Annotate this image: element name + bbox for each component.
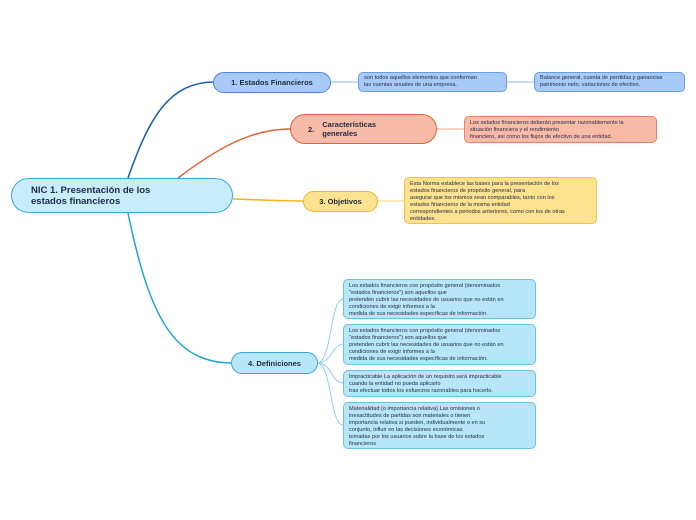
- connector-root-to-objetivos: [232, 198, 304, 202]
- branch-number: 2.: [308, 124, 315, 134]
- connector-definiciones-to-leaf-4: [317, 362, 344, 426]
- leaf-text: Materialidad (o importancia relativa) La…: [349, 406, 486, 447]
- leaf-text: Esta Norma establece las bases para la p…: [410, 181, 565, 222]
- branch-label: 1. Estados Financieros: [231, 78, 313, 87]
- leaf-estados-definicion[interactable]: son todos aquellos elementos que conform…: [358, 72, 507, 92]
- leaf-caracteristicas[interactable]: Los estados financieros deberán presenta…: [464, 116, 657, 143]
- leaf-text: Los estados financieros deberán presenta…: [470, 120, 624, 140]
- connector-definiciones-to-leaf-1: [317, 298, 344, 364]
- leaf-definicion-2[interactable]: Los estados financieros con propósito ge…: [343, 324, 536, 365]
- branch-label: 4. Definiciones: [248, 358, 301, 368]
- leaf-text: Los estados financieros con propósito ge…: [349, 283, 504, 317]
- branch-label: Características generales: [322, 120, 377, 138]
- connector-root-to-caracteristicas: [177, 128, 291, 179]
- leaf-text: Los estados financieros con propósito ge…: [349, 328, 504, 362]
- branch-label: 3. Objetivos: [319, 197, 362, 206]
- branch-estados-financieros[interactable]: 1. Estados Financieros: [213, 72, 331, 93]
- leaf-text: son todos aquellos elementos que conform…: [364, 75, 477, 88]
- leaf-text: Impracticable La aplicación de un requis…: [349, 374, 502, 394]
- branch-caracteristicas-generales[interactable]: 2. Características generales: [290, 114, 437, 144]
- branch-objetivos[interactable]: 3. Objetivos: [303, 191, 378, 212]
- leaf-text: Balance general, cuenta de perdidas y ga…: [540, 75, 663, 88]
- leaf-definicion-materialidad[interactable]: Materialidad (o importancia relativa) La…: [343, 402, 536, 449]
- leaf-definicion-1[interactable]: Los estados financieros con propósito ge…: [343, 279, 536, 319]
- root-topic-label: NIC 1. Presentación de los estados finan…: [31, 184, 151, 207]
- connector-definiciones-to-leaf-3: [317, 362, 344, 384]
- connector-root-to-definiciones: [127, 212, 232, 364]
- leaf-objetivos[interactable]: Esta Norma establece las bases para la p…: [404, 177, 597, 224]
- branch-definiciones[interactable]: 4. Definiciones: [231, 352, 318, 374]
- leaf-estados-componentes[interactable]: Balance general, cuenta de perdidas y ga…: [534, 72, 685, 92]
- connector-definiciones-to-leaf-2: [317, 343, 344, 364]
- root-topic[interactable]: NIC 1. Presentación de los estados finan…: [11, 178, 233, 213]
- leaf-definicion-impracticable[interactable]: Impracticable La aplicación de un requis…: [343, 370, 536, 397]
- connector-root-to-estados: [127, 81, 214, 179]
